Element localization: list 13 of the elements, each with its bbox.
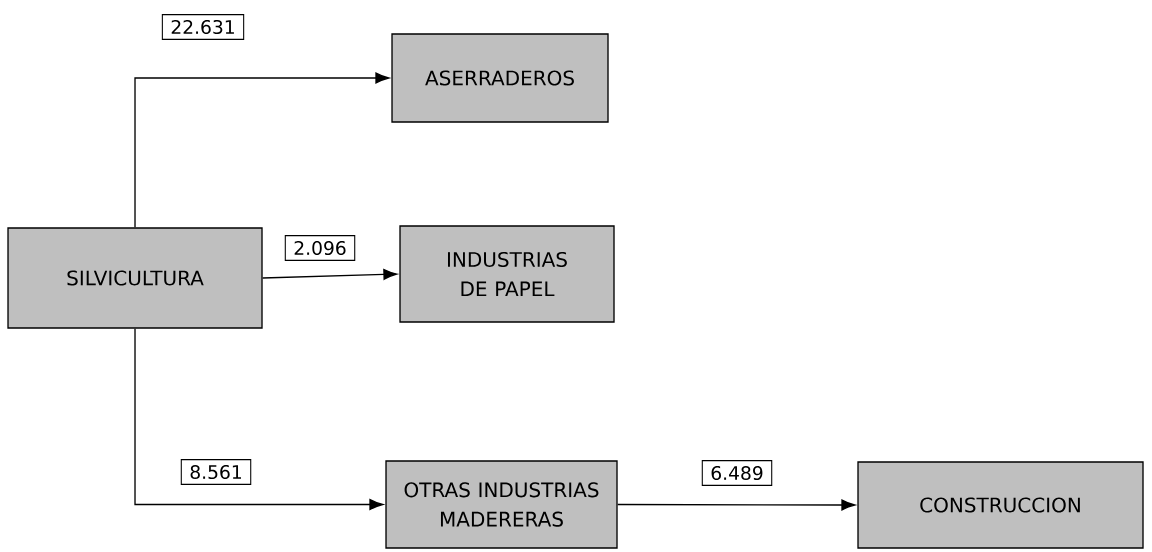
arrow xyxy=(262,268,398,280)
edge-label: 6.489 xyxy=(701,460,773,486)
edge-label: 8.561 xyxy=(180,459,252,485)
edge-label: 2.096 xyxy=(284,235,356,261)
edge-label: 22.631 xyxy=(161,14,245,40)
process-box: SILVICULTURA xyxy=(7,227,263,329)
process-box: ASERRADEROS xyxy=(391,33,609,123)
process-box: OTRAS INDUSTRIAS MADERERAS xyxy=(385,460,618,549)
arrow xyxy=(617,499,856,511)
arrow xyxy=(134,328,384,510)
process-box: INDUSTRIAS DE PAPEL xyxy=(399,225,615,323)
process-box: CONSTRUCCION xyxy=(857,461,1144,549)
arrow xyxy=(134,72,390,228)
